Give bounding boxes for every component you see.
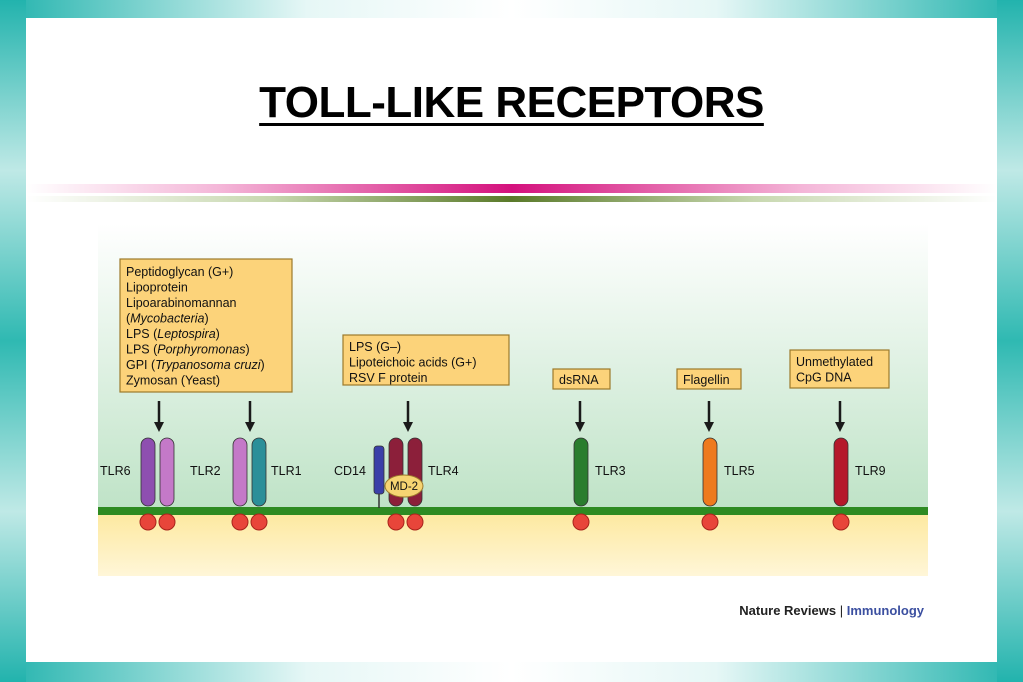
svg-text:Unmethylated CpG DNA: Unmethylated CpG DNA [796, 355, 877, 385]
receptor-tlr5 [701, 437, 719, 531]
receptor-tlr6 [139, 437, 157, 531]
tlr-diagram: Peptidoglycan (G+) Lipoprotein Lipoarabi… [98, 224, 928, 576]
ligand-line: LPS (Leptospira) [126, 327, 220, 341]
label-tlr4: TLR4 [428, 464, 459, 478]
frame-top-border [0, 0, 1023, 18]
ligand-box-tlr5: Flagellin [676, 368, 742, 390]
ligand-box-tlr2-group: Peptidoglycan (G+) Lipoprotein Lipoarabi… [119, 258, 293, 393]
ligand-line: Lipoprotein [126, 281, 188, 295]
label-tlr2: TLR2 [190, 464, 221, 478]
credit-separator: | [839, 603, 844, 618]
ligand-line: Lipoteichoic acids (G+) [349, 356, 477, 370]
label-tlr1: TLR1 [271, 464, 302, 478]
ligand-box-tlr4: LPS (G–) Lipoteichoic acids (G+) RSV F p… [342, 334, 510, 386]
ligand-line: dsRNA [559, 373, 599, 387]
ligand-arrows [154, 401, 845, 432]
ligand-line: Zymosan (Yeast) [126, 374, 220, 388]
ligand-line: LPS (Porphyromonas) [126, 343, 250, 357]
label-tlr9: TLR9 [855, 464, 886, 478]
receptor-tlr1 [250, 437, 268, 531]
credit-journal: Immunology [846, 603, 924, 618]
ligand-line: Lipoarabinomannan [126, 296, 237, 310]
svg-text:LPS (G–) Lipoteichoic ac: LPS (G–) Lipoteichoic acids (G+) RSV F p… [349, 340, 480, 385]
receptor-tlr3 [572, 437, 590, 531]
ligand-line: Peptidoglycan (G+) [126, 265, 233, 279]
label-tlr3: TLR3 [595, 464, 626, 478]
label-tlr6: TLR6 [100, 464, 131, 478]
plasma-membrane [98, 507, 928, 515]
ligand-line: (Mycobacteria) [126, 312, 209, 326]
credit-publisher: Nature Reviews [739, 603, 837, 618]
receptor-labels: TLR6 TLR2 TLR1 CD14 TLR4 TLR3 TLR5 TLR9 [100, 464, 886, 478]
slide-title: TOLL-LIKE RECEPTORS [259, 78, 764, 127]
ligand-line: CpG DNA [796, 371, 852, 385]
ligand-line: RSV F protein [349, 371, 428, 385]
label-tlr5: TLR5 [724, 464, 755, 478]
ligand-line: GPI (Trypanosoma cruzi) [126, 358, 265, 372]
ligand-box-tlr9: Unmethylated CpG DNA [789, 349, 890, 389]
md2-label: MD-2 [390, 481, 418, 493]
ligand-line: Unmethylated [796, 355, 873, 369]
receptor-tlr2-left [158, 437, 176, 531]
md2-protein: MD-2 [384, 474, 424, 498]
svg-text:Peptidoglycan (G+) Lipop: Peptidoglycan (G+) Lipoprotein Lipoarabi… [126, 265, 268, 388]
title-divider-pink [26, 184, 997, 193]
ligand-line: Flagellin [683, 373, 730, 387]
frame-right-border [997, 0, 1023, 682]
cytoplasm-region [98, 514, 928, 576]
frame-bottom-border [0, 662, 1023, 682]
ligand-box-tlr3: dsRNA [552, 368, 611, 390]
ligand-line: LPS (G–) [349, 340, 401, 354]
receptor-cd14 [373, 445, 385, 508]
title-divider-green [26, 196, 997, 202]
frame-left-border [0, 0, 26, 682]
figure-credit: Nature Reviews | Immunology [700, 603, 924, 618]
label-cd14: CD14 [334, 464, 366, 478]
receptor-tlr9 [832, 437, 850, 531]
receptor-tlr2-right [231, 437, 249, 531]
